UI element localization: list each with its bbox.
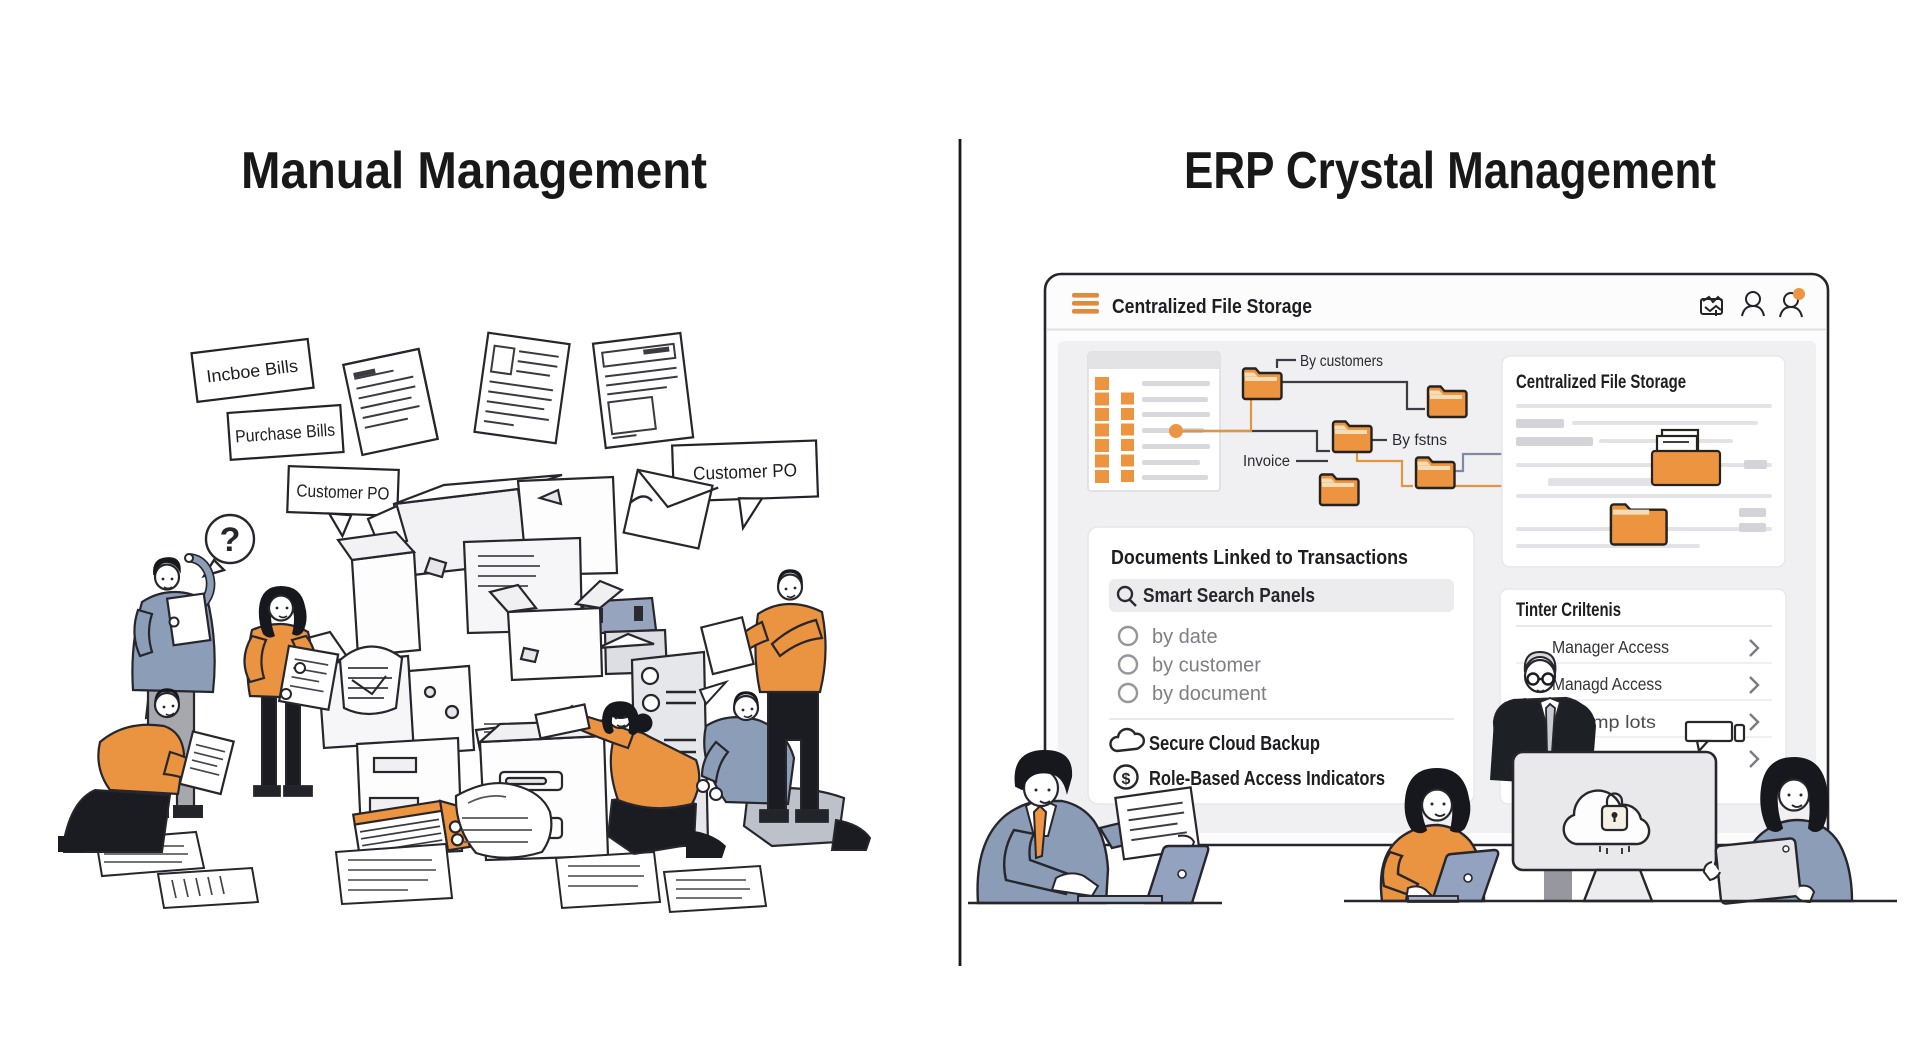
svg-text:By customers: By customers xyxy=(1300,353,1383,370)
svg-text:Secure Cloud Backup: Secure Cloud Backup xyxy=(1149,733,1320,755)
svg-text:ERP Crystal Management: ERP Crystal Management xyxy=(1184,142,1716,200)
svg-text:Managd Access: Managd Access xyxy=(1552,674,1662,694)
svg-text:by document: by document xyxy=(1152,683,1267,705)
svg-text:?: ? xyxy=(220,521,241,559)
svg-text:Centralized File Storage: Centralized File Storage xyxy=(1516,371,1686,393)
svg-text:by customer: by customer xyxy=(1152,655,1261,677)
svg-text:Role-Based Access Indicators: Role-Based Access Indicators xyxy=(1149,768,1385,790)
svg-text:Customer PO: Customer PO xyxy=(693,459,798,484)
svg-text:by date: by date xyxy=(1152,626,1218,648)
svg-text:$: $ xyxy=(1122,771,1131,788)
svg-text:Smart Search Panels: Smart Search Panels xyxy=(1143,585,1315,607)
svg-text:Manager Access: Manager Access xyxy=(1552,637,1669,657)
svg-text:Customer PO: Customer PO xyxy=(296,480,390,503)
svg-text:Invoice: Invoice xyxy=(1243,453,1290,470)
svg-text:Centralized File Storage: Centralized File Storage xyxy=(1112,295,1312,318)
svg-text:Tinter Criltenis: Tinter Criltenis xyxy=(1516,599,1621,621)
svg-text:Manual Management: Manual Management xyxy=(241,142,707,200)
svg-text:Documents Linked to Transactio: Documents Linked to Transactions xyxy=(1111,547,1408,569)
svg-text:By fstns: By fstns xyxy=(1392,432,1447,449)
